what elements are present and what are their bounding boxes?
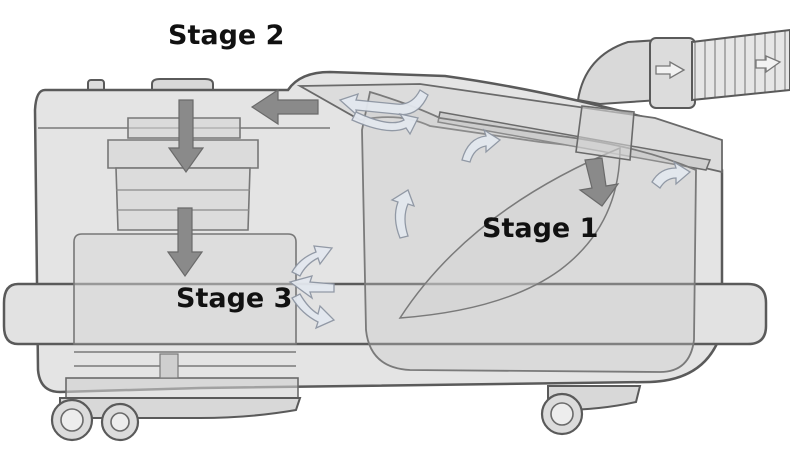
left-arrow-icon xyxy=(250,88,319,126)
filter-cap xyxy=(151,78,214,91)
cyclone-leaf xyxy=(398,146,621,319)
stage-1-label: Stage 1 xyxy=(482,213,599,244)
stage-3-label: Stage 3 xyxy=(176,283,293,314)
hose-arrow-1 xyxy=(655,60,686,80)
stage3-filter xyxy=(65,233,299,401)
down-arrow-icon xyxy=(167,99,205,174)
stage-2-label: Stage 2 xyxy=(168,20,285,51)
bin-connector xyxy=(575,105,635,161)
stage1-bin xyxy=(361,90,697,373)
wheel-assembly-front xyxy=(540,385,642,436)
airflow-arrows xyxy=(288,89,692,330)
down-arrow-icon xyxy=(166,207,204,278)
wheel-assembly-rear xyxy=(50,397,302,442)
down-arrow-icon xyxy=(578,157,620,207)
hose-arrow-2 xyxy=(755,55,782,74)
hose xyxy=(576,28,790,109)
